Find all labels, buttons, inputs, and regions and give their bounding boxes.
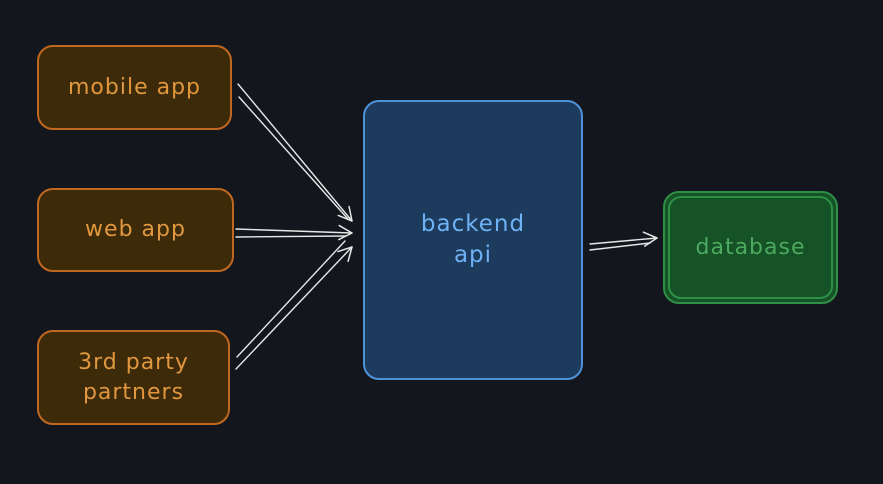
node-web-app: web app bbox=[37, 188, 234, 272]
node-label: mobile app bbox=[67, 74, 202, 100]
node-3rd-party-partners: 3rd party partners bbox=[37, 330, 230, 425]
edge-web-to-backend bbox=[235, 224, 353, 241]
edge-backend-to-database bbox=[589, 231, 658, 251]
node-label: database bbox=[695, 234, 806, 260]
node-backend-api: backend api bbox=[363, 100, 583, 380]
node-mobile-app: mobile app bbox=[37, 45, 232, 130]
node-label: backend api bbox=[420, 210, 526, 268]
node-label: 3rd party partners bbox=[78, 349, 189, 405]
node-label: web app bbox=[85, 217, 186, 243]
edge-mobile-to-backend bbox=[237, 83, 353, 222]
node-database: database bbox=[663, 191, 838, 304]
edge-3rd-party-to-backend bbox=[235, 240, 353, 370]
